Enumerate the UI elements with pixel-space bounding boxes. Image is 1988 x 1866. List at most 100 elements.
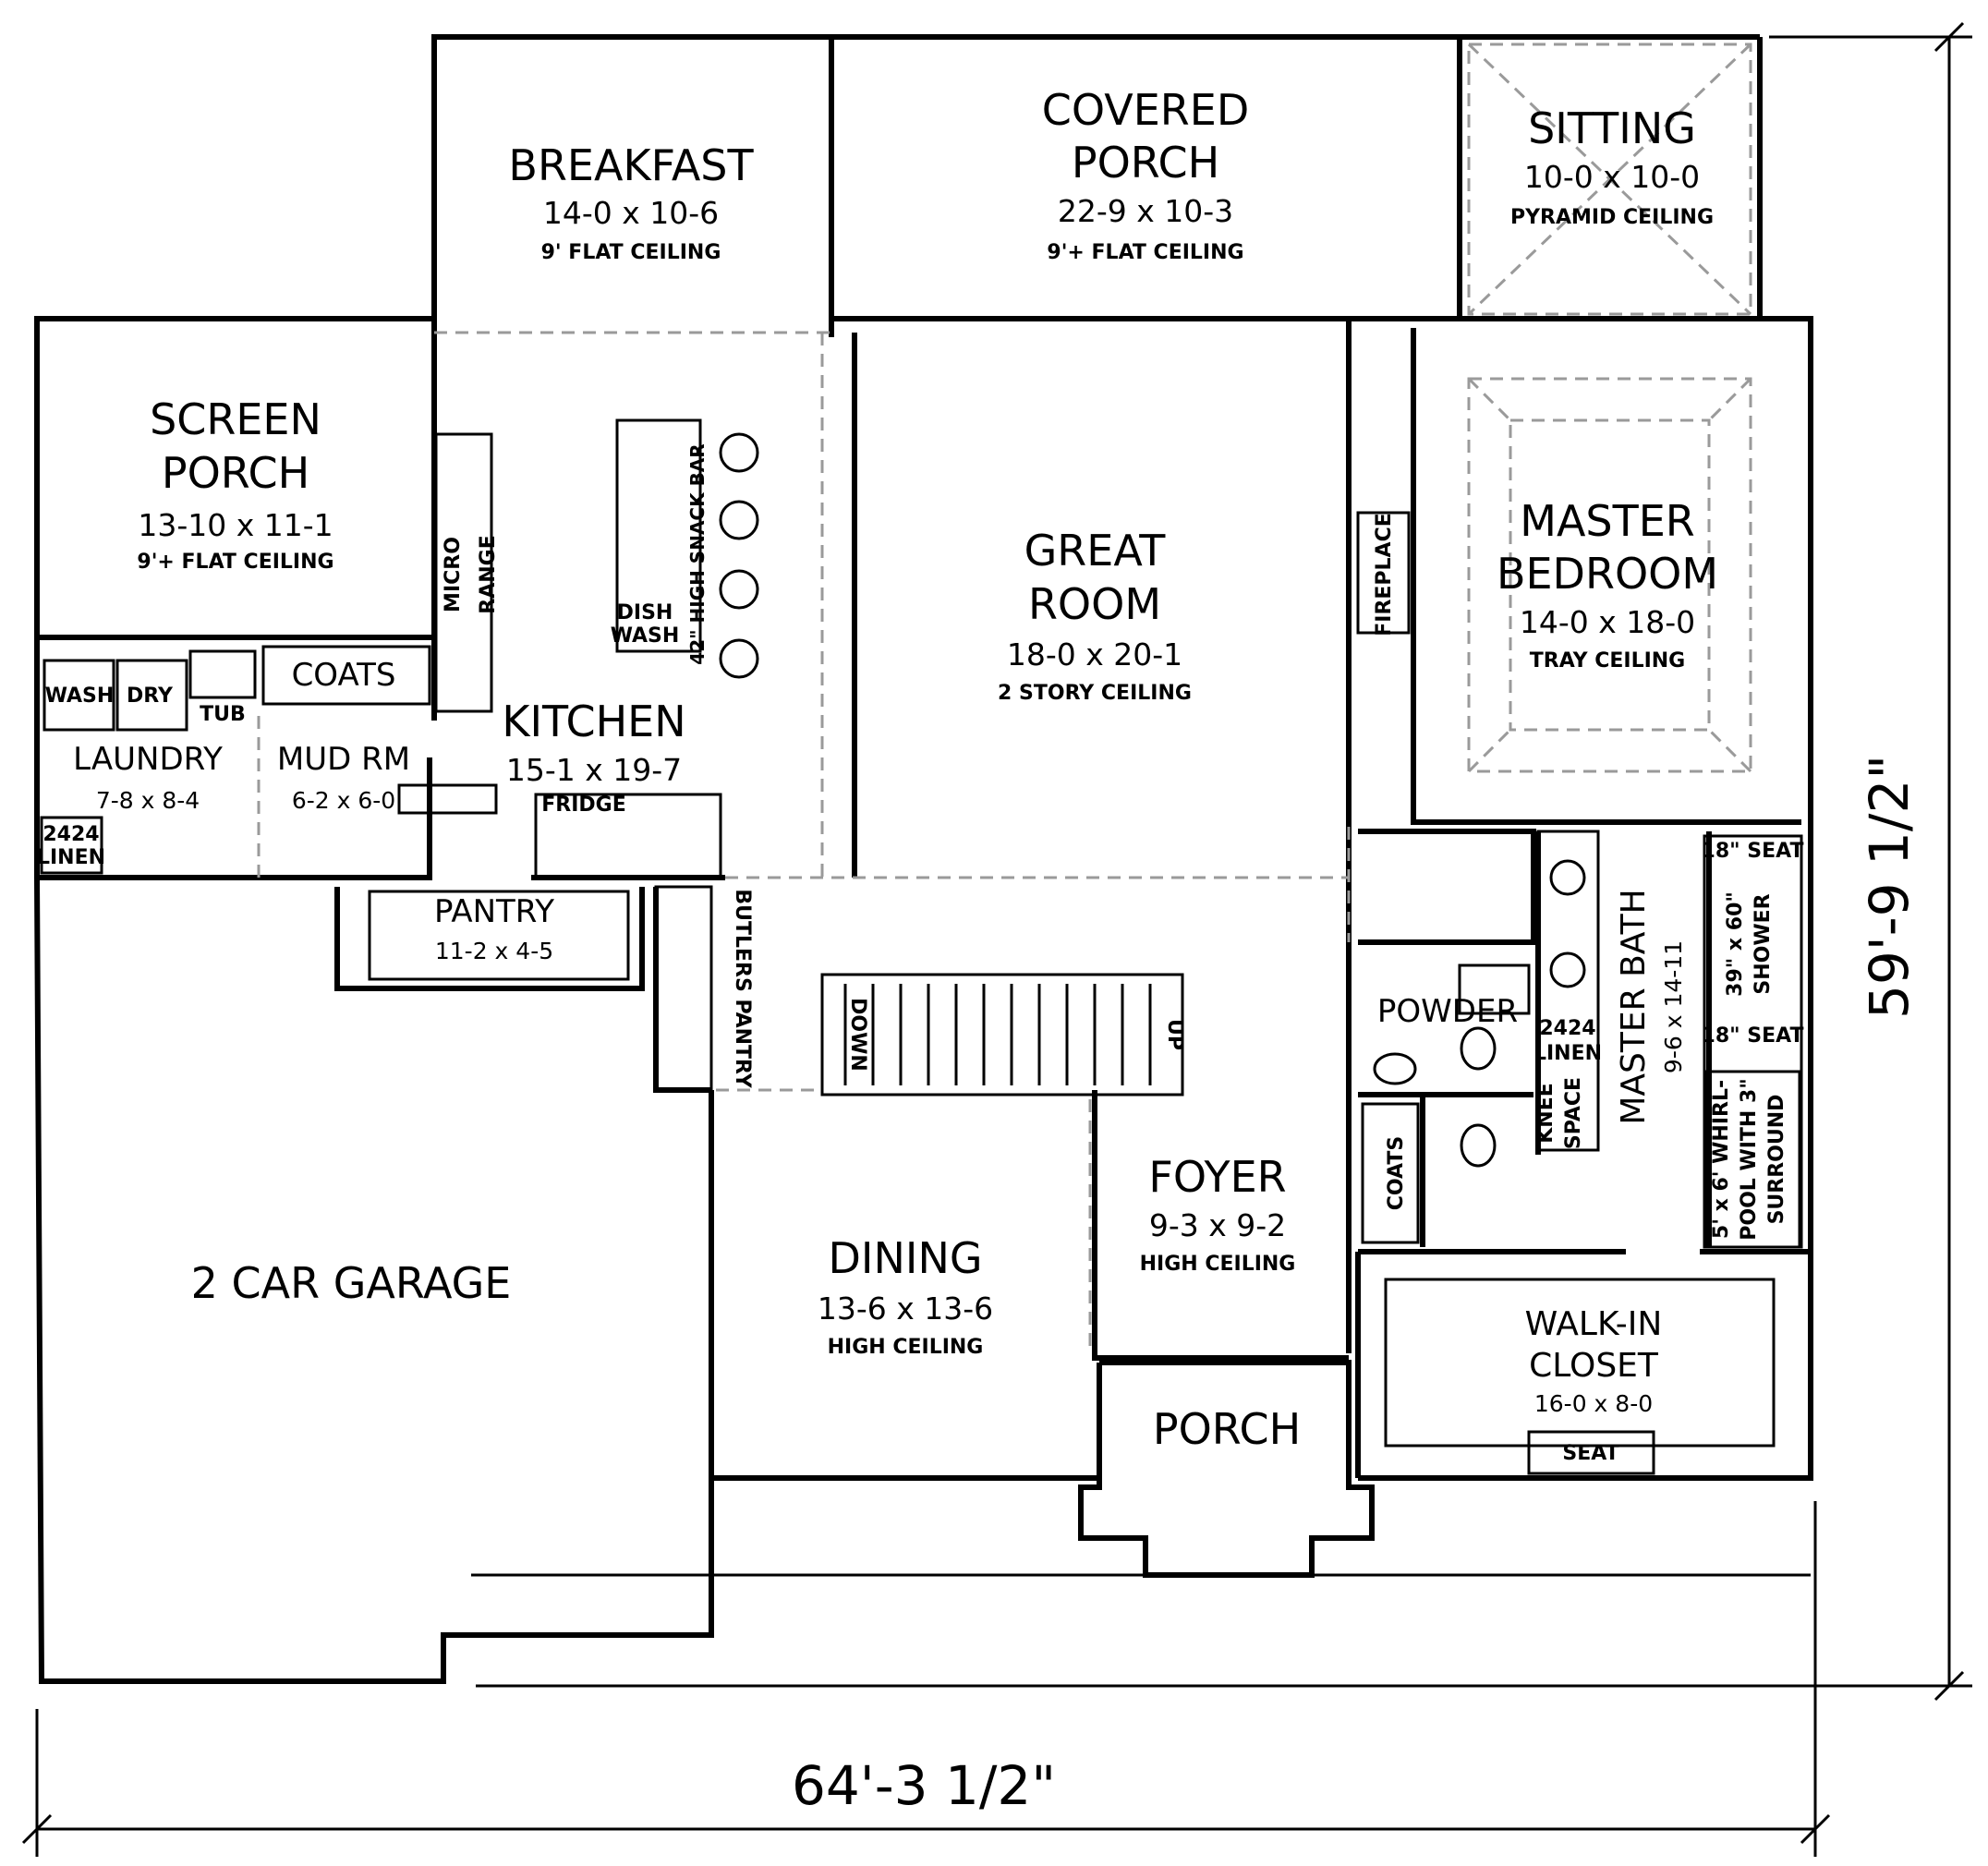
snack-bar-stools bbox=[719, 432, 759, 679]
room-name: PORCH bbox=[162, 448, 309, 498]
dryer-label: DRY bbox=[127, 685, 174, 708]
room-name: PORCH bbox=[1153, 1404, 1301, 1454]
room-name: MASTER bbox=[1520, 496, 1694, 546]
room-size: 11-2 x 4-5 bbox=[435, 938, 553, 964]
room-size: 7-8 x 8-4 bbox=[96, 787, 200, 814]
room-size: 15-1 x 19-7 bbox=[506, 752, 682, 788]
room-name: GREAT bbox=[1024, 526, 1167, 576]
room-name: KITCHEN bbox=[502, 697, 685, 746]
exterior-walls bbox=[34, 34, 1813, 1684]
room-size: 14-0 x 10-6 bbox=[543, 195, 719, 231]
stair-up-label: UP bbox=[1163, 1019, 1186, 1050]
kitchen-cabinets bbox=[397, 418, 722, 1092]
room-pantry: PANTRY 11-2 x 4-5 bbox=[434, 893, 554, 964]
room-walk-in-closet: WALK-IN CLOSET 16-0 x 8-0 bbox=[1525, 1305, 1663, 1417]
room-size: 9-3 x 9-2 bbox=[1149, 1207, 1286, 1243]
room-screen-porch: SCREEN PORCH 13-10 x 11-1 9'+ FLAT CEILI… bbox=[137, 394, 333, 574]
room-size: 13-10 x 11-1 bbox=[138, 507, 333, 543]
room-size: 18-0 x 20-1 bbox=[1007, 636, 1182, 672]
whirlpool-label: 5' x 6' WHIRL- bbox=[1710, 1080, 1733, 1239]
room-mud-room: MUD RM 6-2 x 6-0 bbox=[277, 741, 410, 814]
room-name: CLOSET bbox=[1529, 1347, 1659, 1385]
room-name: ROOM bbox=[1028, 579, 1161, 629]
room-breakfast: BREAKFAST 14-0 x 10-6 9' FLAT CEILING bbox=[508, 140, 754, 264]
seat-label: 18" SEAT bbox=[1702, 1024, 1804, 1048]
room-laundry: LAUNDRY 7-8 x 8-4 bbox=[73, 741, 223, 814]
closet-seat-label: SEAT bbox=[1562, 1442, 1618, 1465]
fridge-label: FRIDGE bbox=[541, 794, 626, 817]
dimension-lines bbox=[21, 21, 1972, 1857]
coats-label: COATS bbox=[292, 657, 396, 694]
room-covered-porch: COVERED PORCH 22-9 x 10-3 9'+ FLAT CEILI… bbox=[1042, 85, 1250, 264]
room-name: BEDROOM bbox=[1497, 549, 1718, 599]
dashed-openings bbox=[434, 42, 1752, 1349]
knee-space-label: SPACE bbox=[1562, 1077, 1585, 1149]
room-note: 9'+ FLAT CEILING bbox=[1047, 241, 1243, 264]
room-name: MUD RM bbox=[277, 741, 410, 778]
room-note: 9'+ FLAT CEILING bbox=[137, 551, 333, 574]
room-size: 16-0 x 8-0 bbox=[1534, 1390, 1653, 1417]
room-size: 14-0 x 18-0 bbox=[1520, 604, 1695, 640]
room-sitting: SITTING 10-0 x 10-0 PYRAMID CEILING bbox=[1510, 103, 1714, 229]
room-name: DINING bbox=[828, 1233, 982, 1283]
room-garage: 2 CAR GARAGE bbox=[191, 1258, 512, 1308]
dishwasher-label: DISH bbox=[617, 601, 673, 624]
room-name: PANTRY bbox=[434, 893, 554, 930]
microwave-label: MICRO bbox=[442, 537, 465, 612]
washer-label: WASH bbox=[45, 685, 115, 708]
stair-down-label: DOWN bbox=[846, 998, 869, 1072]
room-note: HIGH CEILING bbox=[828, 1336, 984, 1359]
butlers-pantry-label: BUTLERS PANTRY bbox=[731, 889, 754, 1088]
dishwasher-label: WASH bbox=[611, 624, 680, 648]
overall-depth-dimension: 59'-9 1/2" bbox=[1858, 755, 1921, 1019]
room-name: PORCH bbox=[1072, 138, 1219, 188]
room-great-room: GREAT ROOM 18-0 x 20-1 2 STORY CEILING bbox=[998, 526, 1192, 705]
range-label: RANGE bbox=[477, 535, 500, 613]
room-powder: POWDER bbox=[1377, 993, 1518, 1030]
room-master-bath: MASTER BATH 9-6 x 14-11 bbox=[1615, 889, 1687, 1124]
seat-label: 18" SEAT bbox=[1702, 840, 1804, 863]
whirlpool-label: SURROUND bbox=[1765, 1095, 1788, 1225]
room-porch: PORCH bbox=[1153, 1404, 1301, 1454]
shower-label: SHOWER bbox=[1752, 893, 1775, 994]
room-name: WALK-IN bbox=[1525, 1305, 1663, 1343]
room-dining: DINING 13-6 x 13-6 HIGH CEILING bbox=[818, 1233, 993, 1359]
room-name: 2 CAR GARAGE bbox=[191, 1258, 512, 1308]
room-note: 2 STORY CEILING bbox=[998, 682, 1192, 705]
room-note: PYRAMID CEILING bbox=[1510, 206, 1714, 229]
overall-width-dimension: 64'-3 1/2" bbox=[792, 1754, 1056, 1817]
room-master-bedroom: MASTER BEDROOM 14-0 x 18-0 TRAY CEILING bbox=[1497, 496, 1718, 672]
fireplace-label: FIREPLACE bbox=[1373, 513, 1396, 636]
room-foyer: FOYER 9-3 x 9-2 HIGH CEILING bbox=[1140, 1152, 1296, 1276]
linen-label: LINEN bbox=[37, 846, 105, 869]
closet-seat-box bbox=[1527, 1430, 1655, 1475]
room-name: LAUNDRY bbox=[73, 741, 223, 778]
room-note: TRAY CEILING bbox=[1530, 649, 1686, 672]
room-size: 6-2 x 6-0 bbox=[292, 787, 395, 814]
room-name: MASTER BATH bbox=[1615, 889, 1653, 1124]
fixture-labels: COATS WASH DRY TUB 2424 LINEN MICRO RANG… bbox=[37, 443, 1804, 1465]
room-note: 9' FLAT CEILING bbox=[541, 241, 721, 264]
room-name: SCREEN bbox=[150, 394, 321, 444]
linen-label: LINEN bbox=[1533, 1042, 1602, 1065]
room-name: FOYER bbox=[1148, 1152, 1286, 1202]
knee-space-label: KNEE bbox=[1534, 1083, 1558, 1144]
whirlpool-label: POOL WITH 3" bbox=[1738, 1078, 1761, 1241]
stair-treads bbox=[843, 984, 1152, 1085]
bath-fixtures bbox=[1356, 511, 1803, 1249]
room-name: SITTING bbox=[1528, 103, 1696, 153]
room-size: 22-9 x 10-3 bbox=[1058, 193, 1233, 229]
room-name: POWDER bbox=[1377, 993, 1518, 1030]
laundry-tub-label: TUB bbox=[200, 703, 246, 726]
laundry-appliances bbox=[40, 645, 431, 875]
linen-label: 2424 bbox=[42, 823, 99, 846]
snack-bar-label: 42" HIGH SNACK BAR bbox=[686, 443, 709, 664]
room-name: COVERED bbox=[1042, 85, 1250, 135]
linen-label: 2424 bbox=[1539, 1017, 1595, 1040]
room-size: 10-0 x 10-0 bbox=[1524, 159, 1700, 195]
room-name: BREAKFAST bbox=[508, 140, 754, 190]
room-kitchen: KITCHEN 15-1 x 19-7 bbox=[502, 697, 685, 788]
room-note: HIGH CEILING bbox=[1140, 1253, 1296, 1276]
coats-label: COATS bbox=[1385, 1136, 1408, 1210]
